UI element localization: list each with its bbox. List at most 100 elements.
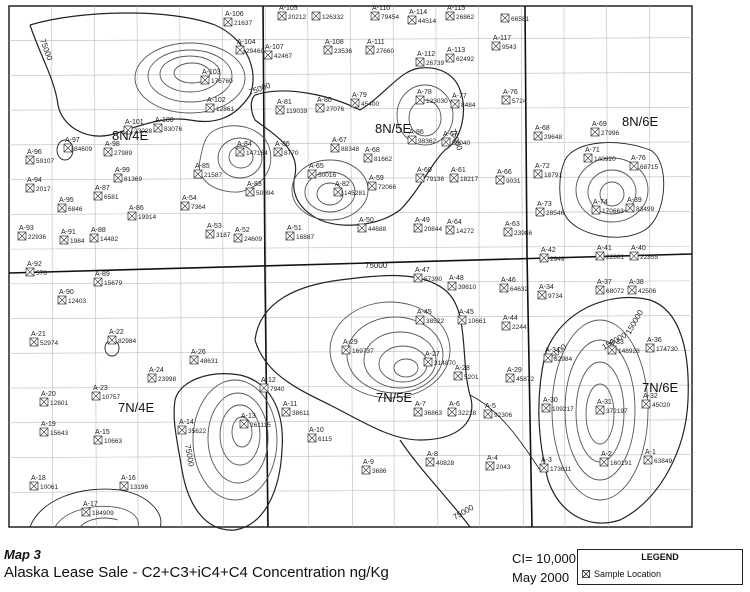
sample-id: A-12	[261, 377, 276, 384]
sample-id: A-85	[195, 163, 210, 170]
sample-box-icon	[645, 343, 655, 353]
sample-id: A-51	[287, 225, 302, 232]
township-8n6e: 8N/6E	[622, 114, 658, 129]
sample-box-icon	[599, 457, 609, 467]
sample-box-icon	[447, 407, 457, 417]
sample-value: 6581	[104, 194, 119, 201]
sample-id: A-71	[585, 147, 600, 154]
section-line	[8, 72, 693, 76]
sample-value: 6115	[318, 436, 332, 443]
sample-value: 27996	[601, 130, 619, 137]
sample-value: 22855	[640, 254, 658, 261]
sample-box-icon	[629, 161, 639, 171]
sample-box-icon	[450, 99, 460, 109]
sample-box-icon	[445, 225, 455, 235]
sample-value: 7940	[270, 386, 285, 393]
sample-box-icon	[453, 371, 463, 381]
sample-id: A-29	[507, 367, 522, 374]
sample-id: A-67	[332, 137, 347, 144]
sample-value: 19914	[138, 214, 156, 221]
sample-id: A-86	[129, 205, 144, 212]
sample-id: A-1	[645, 449, 656, 456]
sample-value: 15679	[104, 280, 122, 287]
contour-75000-c	[254, 274, 473, 441]
sample-box-icon	[235, 45, 245, 55]
sample-id: A-72	[535, 163, 550, 170]
sample-id: A-99	[115, 167, 130, 174]
sample-value: 147164	[246, 150, 268, 157]
sample-value: 2244	[512, 324, 527, 331]
sample-box-icon	[93, 191, 103, 201]
sample-box-icon	[127, 211, 137, 221]
sample-value: 92306	[494, 412, 512, 419]
sample-id: A-69	[592, 121, 607, 128]
sample-value: 10757	[102, 394, 120, 401]
map-footer: Map 3 Alaska Lease Sale - C2+C3+iC4+C4 C…	[0, 545, 750, 592]
map-border	[8, 5, 693, 528]
sample-value: 35622	[188, 428, 206, 435]
sample-box-icon	[535, 207, 545, 217]
sample-id: A-68	[535, 125, 550, 132]
sample-value: 173611	[550, 466, 572, 473]
sample-box-icon	[153, 123, 163, 133]
sample-value: 44514	[418, 18, 436, 25]
sample-value: 9734	[548, 293, 563, 300]
sample-box-icon	[93, 277, 103, 287]
sample-id: A-21	[31, 331, 46, 338]
sample-box-icon	[505, 373, 515, 383]
sample-box-icon	[413, 407, 423, 417]
section-line	[8, 211, 693, 215]
sample-id: A-115	[447, 5, 465, 12]
sample-box-icon	[582, 570, 590, 578]
sample-box-icon	[415, 95, 425, 105]
sample-value: 1984	[70, 238, 85, 245]
sample-box-icon	[189, 355, 199, 365]
sample-id: A-93	[19, 225, 34, 232]
sample-value: 44688	[368, 226, 386, 233]
sample-value: 23998	[158, 376, 176, 383]
sample-location: A-114 44514	[407, 9, 436, 25]
sample-value: 140920	[594, 156, 616, 163]
contour-ring	[599, 181, 625, 207]
sample-id: A-114	[409, 9, 427, 16]
contour-ring	[304, 171, 356, 213]
sample-box-icon	[205, 103, 215, 113]
legend: LEGEND Sample Location	[577, 549, 743, 585]
sample-box-icon	[500, 13, 510, 23]
sample-box-icon	[350, 98, 360, 108]
sample-box-icon	[177, 425, 187, 435]
sample-id: A-61	[451, 167, 466, 174]
sample-id: A-28	[455, 365, 470, 372]
section-line	[392, 5, 395, 528]
contour-ring	[173, 62, 211, 84]
legend-item-sample: Sample Location	[582, 569, 661, 579]
sample-id: A-98	[105, 141, 120, 148]
sample-value: 10661	[468, 318, 486, 325]
sample-value: 10663	[104, 438, 122, 445]
section-line	[649, 5, 651, 528]
contour-ring	[198, 125, 272, 193]
sample-id: A-104	[237, 39, 256, 46]
sample-id: A-23	[93, 385, 108, 392]
contour-label: 75000	[365, 261, 388, 270]
